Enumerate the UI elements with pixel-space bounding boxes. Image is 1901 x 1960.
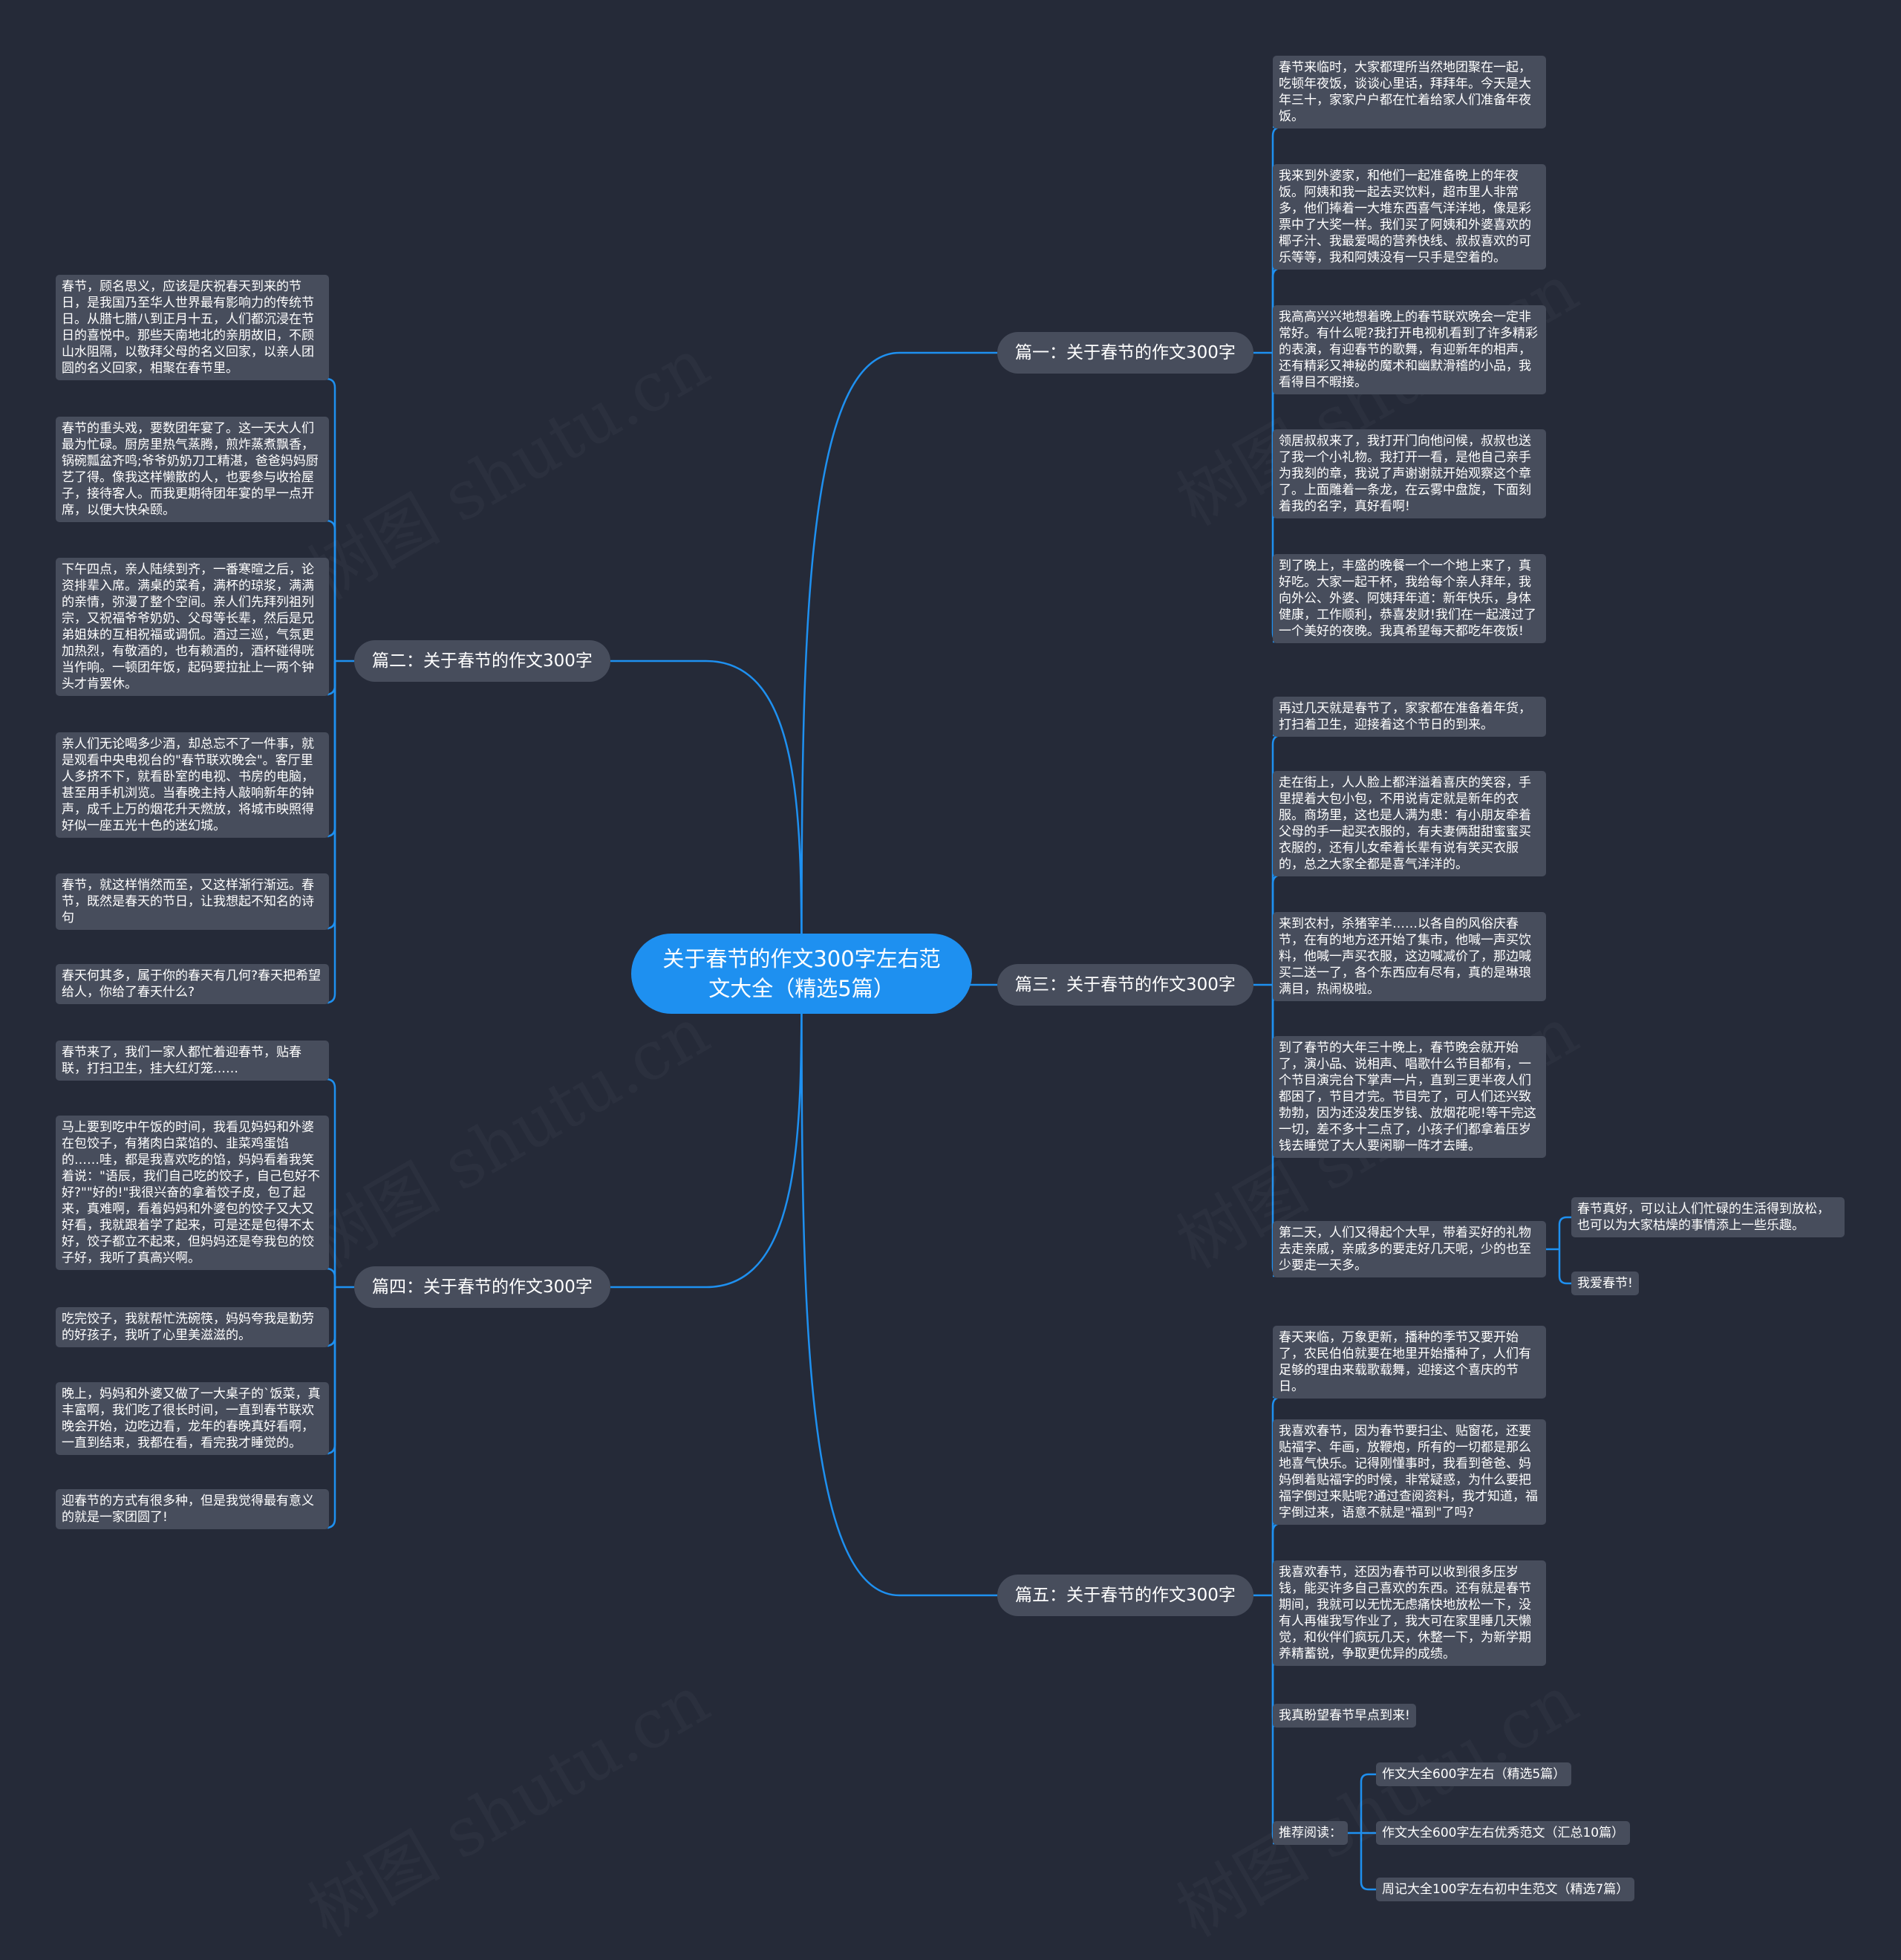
leaf-5-3[interactable]: 我喜欢春节，还因为春节可以收到很多压岁钱，能买许多自己喜欢的东西。还有就是春节期… (1273, 1560, 1546, 1666)
leaf-3-3[interactable]: 来到农村，杀猪宰羊……以各自的风俗庆春节，在有的地方还开始了集市，他喊一声买饮料… (1273, 912, 1546, 1001)
branch-topic-3[interactable]: 篇三：关于春节的作文300字 (997, 964, 1253, 1006)
leaf-1-4[interactable]: 领居叔叔来了，我打开门向他问候，叔叔也送了我一个小礼物。我打开一看，是他自己亲手… (1273, 429, 1546, 518)
branch-topic-1[interactable]: 篇一：关于春节的作文300字 (997, 332, 1253, 374)
branch-topic-4[interactable]: 篇四：关于春节的作文300字 (354, 1266, 610, 1308)
leaf-5-5-3[interactable]: 周记大全100字左右初中生范文（精选7篇） (1376, 1878, 1635, 1901)
leaf-2-1[interactable]: 春节，顾名思义，应该是庆祝春天到来的节日，是我国乃至华人世界最有影响力的传统节日… (56, 275, 329, 380)
leaf-1-2[interactable]: 我来到外婆家，和他们一起准备晚上的年夜饭。阿姨和我一起去买饮料，超市里人非常多，… (1273, 164, 1546, 270)
link-b5-sub-0 (1360, 1773, 1376, 1833)
leaf-1-5[interactable]: 到了晚上，丰盛的晚餐一个一个地上来了，真好吃。大家一起干杯，我给每个亲人拜年，我… (1273, 554, 1546, 643)
root-link-2 (610, 660, 803, 974)
leaf-3-2[interactable]: 走在街上，人人脸上都洋溢着喜庆的笑容，手里提着大包小包，不用说肯定就是新年的衣服… (1273, 771, 1546, 876)
leaf-2-3[interactable]: 下午四点，亲人陆续到齐，一番寒暄之后，论资排辈入席。满桌的菜肴，满杯的琼浆，满满… (56, 558, 329, 696)
link-b5-sub-2 (1360, 1833, 1376, 1891)
link-b3-sub-0 (1558, 1216, 1571, 1249)
leaf-2-5[interactable]: 春节，就这样悄然而至，又这样渐行渐远。春节，既然是春天的节日，让我想起不知名的诗… (56, 873, 329, 930)
leaf-3-5-1[interactable]: 春节真好，可以让人们忙碌的生活得到放松，也可以为大家枯燥的事情添上一些乐趣。 (1571, 1197, 1845, 1237)
leaf-5-4[interactable]: 我真盼望春节早点到来! (1273, 1704, 1416, 1728)
branch-topic-2[interactable]: 篇二：关于春节的作文300字 (354, 640, 610, 682)
leaf-5-5-1[interactable]: 作文大全600字左右（精选5篇） (1376, 1762, 1572, 1786)
root-topic[interactable]: 关于春节的作文300字左右范文大全（精选5篇） (631, 934, 972, 1014)
link-b3-sub-1 (1558, 1249, 1571, 1285)
leaf-5-1[interactable]: 春天来临，万象更新，播种的季节又要开始了，农民伯伯就要在地里开始播种了，人们有足… (1273, 1326, 1546, 1399)
leaf-5-5-2[interactable]: 作文大全600字左右优秀范文（汇总10篇） (1376, 1821, 1631, 1845)
leaf-4-5[interactable]: 迎春节的方式有很多种，但是我觉得最有意义的就是一家团圆了! (56, 1489, 329, 1529)
leaf-5-5[interactable]: 推荐阅读： (1273, 1821, 1348, 1845)
root-link-1 (800, 351, 997, 974)
leaf-1-3[interactable]: 我高高兴兴地想着晚上的春节联欢晚会一定非常好。有什么呢?我打开电视机看到了许多精… (1273, 305, 1546, 394)
branch-topic-5[interactable]: 篇五：关于春节的作文300字 (997, 1575, 1253, 1616)
leaf-4-2[interactable]: 马上要到吃中午饭的时间，我看见妈妈和外婆在包饺子，有猪肉白菜馅的、韭菜鸡蛋馅的…… (56, 1116, 329, 1270)
leaf-3-5-2[interactable]: 我爱春节! (1571, 1272, 1639, 1295)
leaf-3-4[interactable]: 到了春节的大年三十晚上，春节晚会就开始了，演小品、说相声、唱歌什么节目都有，一个… (1273, 1036, 1546, 1158)
leaf-1-1[interactable]: 春节来临时，大家都理所当然地团聚在一起，吃顿年夜饭，谈谈心里话，拜拜年。今天是大… (1273, 56, 1546, 128)
leaf-3-5[interactable]: 第二天，人们又得起个大早，带着买好的礼物去走亲戚，亲戚多的要走好几天呢，少的也至… (1273, 1221, 1546, 1277)
leaf-4-1[interactable]: 春节来了，我们一家人都忙着迎春节，贴春联，打扫卫生，挂大红灯笼…… (56, 1041, 329, 1081)
leaf-2-6[interactable]: 春天何其多，属于你的春天有几何?春天把希望给人，你给了春天什么? (56, 964, 329, 1004)
leaf-4-4[interactable]: 晚上，妈妈和外婆又做了一大桌子的`饭菜，真丰富啊，我们吃了很长时间，一直到春节联… (56, 1382, 329, 1455)
leaf-4-3[interactable]: 吃完饺子，我就帮忙洗碗筷，妈妈夸我是勤劳的好孩子，我听了心里美滋滋的。 (56, 1307, 329, 1347)
leaf-2-4[interactable]: 亲人们无论喝多少酒，却总忘不了一件事，就是观看中央电视台的"春节联欢晚会"。客厅… (56, 732, 329, 838)
root-link-5 (800, 973, 997, 1597)
leaf-5-2[interactable]: 我喜欢春节，因为春节要扫尘、贴窗花，还要贴福字、年画，放鞭炮，所有的一切都是那么… (1273, 1419, 1546, 1525)
leaf-3-1[interactable]: 再过几天就是春节了，家家都在准备着年货，打扫着卫生，迎接着这个节日的到来。 (1273, 697, 1546, 737)
leaf-2-2[interactable]: 春节的重头戏，要数团年宴了。这一天大人们最为忙碌。厨房里热气蒸腾，煎炸蒸煮飘香，… (56, 417, 329, 522)
